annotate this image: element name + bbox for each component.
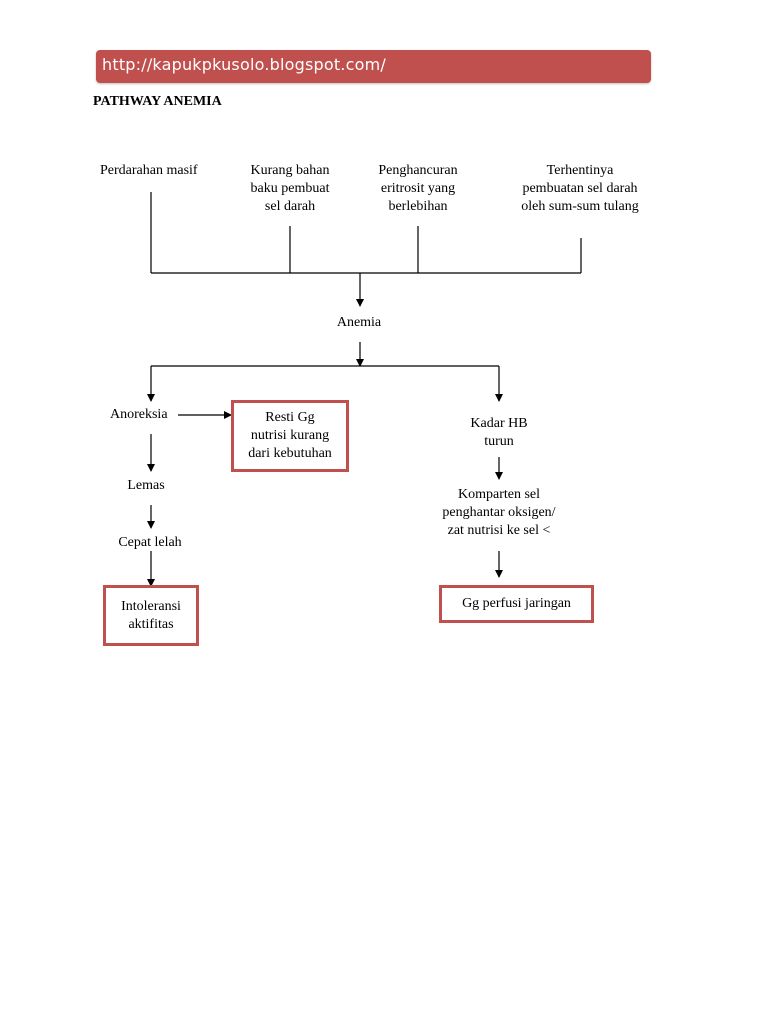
- cause-perdarahan-masif: Perdarahan masif: [100, 163, 198, 178]
- diagnosis-resti-nutrisi: Resti Gg nutrisi kurang dari kebutuhan: [231, 400, 349, 472]
- diagnosis-gg-perfusi-label: Gg perfusi jaringan: [462, 596, 571, 611]
- node-anemia: Anemia: [336, 315, 382, 330]
- node-kadar-hb-turun: Kadar HB turun: [470, 416, 528, 449]
- node-cepat-lelah: Cepat lelah: [118, 535, 182, 550]
- diagnosis-intoleransi-aktifitas: Intoleransi aktifitas: [103, 585, 199, 646]
- node-komparten-sel: Komparten sel penghantar oksigen/ zat nu…: [442, 487, 556, 538]
- cause-penghancuran-eritrosit: Penghancuran eritrosit yang berlebihan: [378, 163, 458, 214]
- diagnosis-intoleransi-aktifitas-label: Intoleransi aktifitas: [121, 598, 181, 632]
- page-title: PATHWAY ANEMIA: [93, 94, 222, 109]
- node-lemas: Lemas: [127, 478, 165, 493]
- diagnosis-gg-perfusi: Gg perfusi jaringan: [439, 585, 594, 623]
- diagnosis-resti-nutrisi-label: Resti Gg nutrisi kurang dari kebutuhan: [248, 410, 332, 461]
- banner-url[interactable]: http://kapukpkusolo.blogspot.com/: [102, 55, 386, 74]
- cause-terhentinya-pembuatan: Terhentinya pembuatan sel darah oleh sum…: [521, 163, 639, 214]
- cause-kurang-bahan-baku: Kurang bahan baku pembuat sel darah: [250, 163, 330, 214]
- node-anoreksia: Anoreksia: [110, 407, 168, 422]
- url-banner[interactable]: http://kapukpkusolo.blogspot.com/: [96, 50, 651, 83]
